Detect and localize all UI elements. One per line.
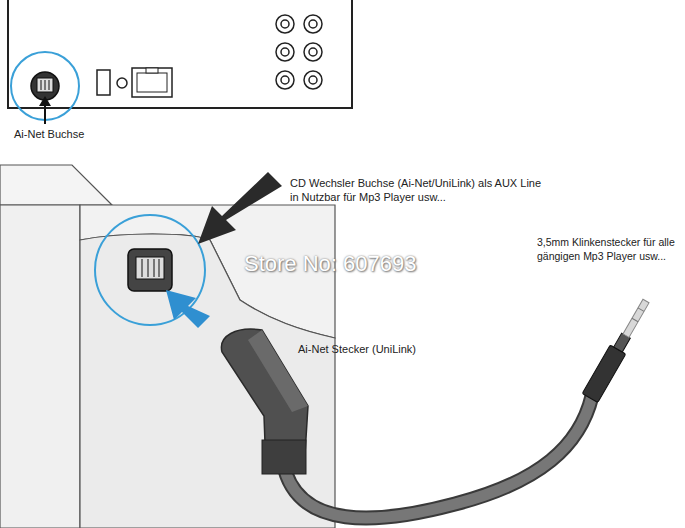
plug-label: Ai-Net Stecker (UniLink) [298,342,448,356]
cable [283,396,592,518]
watermark: Store No: 607693 [244,250,504,279]
ai-net-plug [221,329,308,474]
callout-note: CD Wechsler Buchse (Ai-Net/UniLink) als … [290,176,552,205]
radio-unit [0,165,335,528]
insert-arrow [166,290,210,328]
radio-back-panel [8,0,352,124]
socket-label: Ai-Net Buchse [14,127,124,141]
jack-plug [582,297,654,403]
jack-label: 3,5mm Klinkenstecker für alle gängigen M… [537,236,679,263]
pointer-arrow [198,172,282,244]
